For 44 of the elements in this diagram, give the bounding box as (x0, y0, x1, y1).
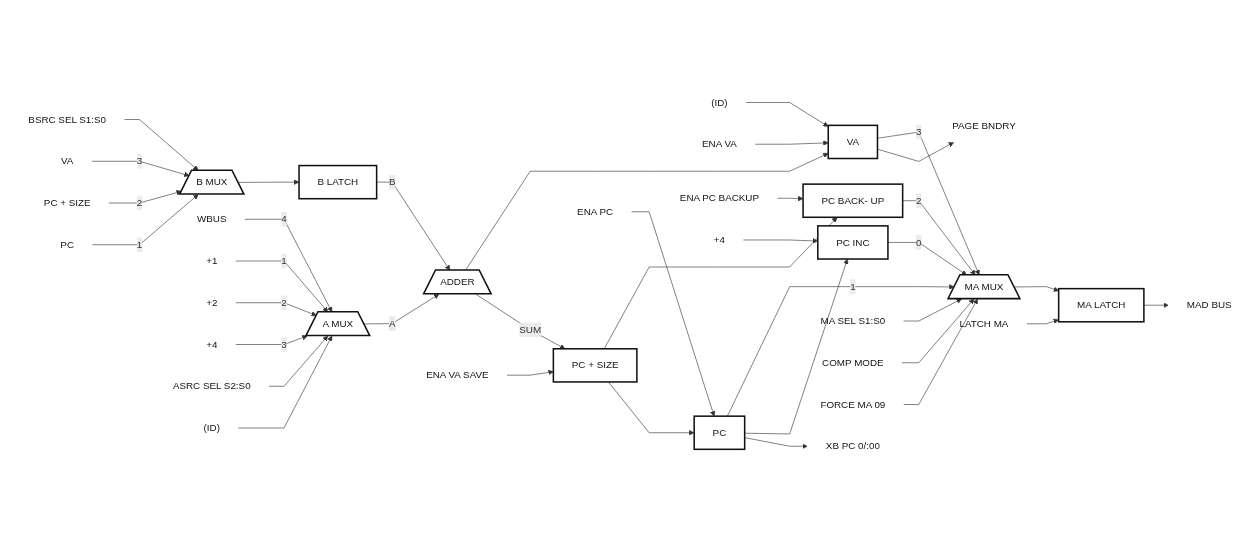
node-box: MA LATCH (1057, 287, 1145, 323)
node-text: XB PC 0/:00 (825, 440, 880, 451)
node-text: ENA PC BACKUP (679, 192, 760, 203)
edge-label: 1 (281, 255, 287, 266)
node-text: FORCE MA 09 (820, 398, 886, 410)
node-text: ASRC SEL S2:S0 (172, 380, 251, 391)
edge-label: 3 (281, 338, 287, 350)
node-text: LATCH MA (959, 317, 1009, 329)
node-text: MA SEL S1:S0 (820, 315, 886, 326)
node-box: PC BACK- UP (802, 183, 904, 218)
node-text: (ID) (711, 96, 728, 108)
node-text: ENA VA (702, 138, 737, 149)
node-text: PC (60, 238, 75, 250)
node-box: PC (693, 415, 746, 450)
node-text: ENA VA SAVE (426, 369, 489, 380)
node-box: VA (827, 124, 879, 159)
node-text: MAD BUS (1186, 299, 1232, 310)
node-box: PC + SIZE (552, 347, 638, 383)
edge-label: A (388, 317, 396, 329)
node-text: PC + SIZE (43, 197, 91, 208)
edge-label: 1 (136, 238, 143, 250)
edge-label: B (388, 176, 396, 187)
node-text: VA (61, 155, 74, 166)
node-box: PC INC (817, 224, 889, 260)
node-text: BSRC SEL S1:S0 (28, 113, 107, 125)
node-text: +4 (206, 338, 218, 350)
node-text: WBUS (197, 213, 227, 224)
node-text: ENA PC (577, 205, 614, 217)
node-text: COMP MODE (822, 356, 884, 368)
edge-label: 4 (281, 213, 287, 224)
edge-label: SUM (519, 323, 542, 335)
edge-label: 0 (916, 236, 922, 247)
edge-label: 3 (136, 155, 143, 166)
node-text: +4 (713, 234, 726, 245)
edge-label: 2 (916, 194, 922, 206)
edge-label: 1 (850, 280, 856, 292)
edge-label: 3 (916, 126, 922, 137)
edge-label: 2 (136, 197, 143, 208)
edge-label: 2 (281, 296, 287, 308)
node-text: +1 (206, 255, 218, 266)
node-text: PAGE BNDRY (952, 119, 1016, 131)
node-box: B LATCH (298, 164, 378, 200)
node-text: +2 (206, 296, 218, 308)
node-text: (ID) (203, 422, 220, 433)
